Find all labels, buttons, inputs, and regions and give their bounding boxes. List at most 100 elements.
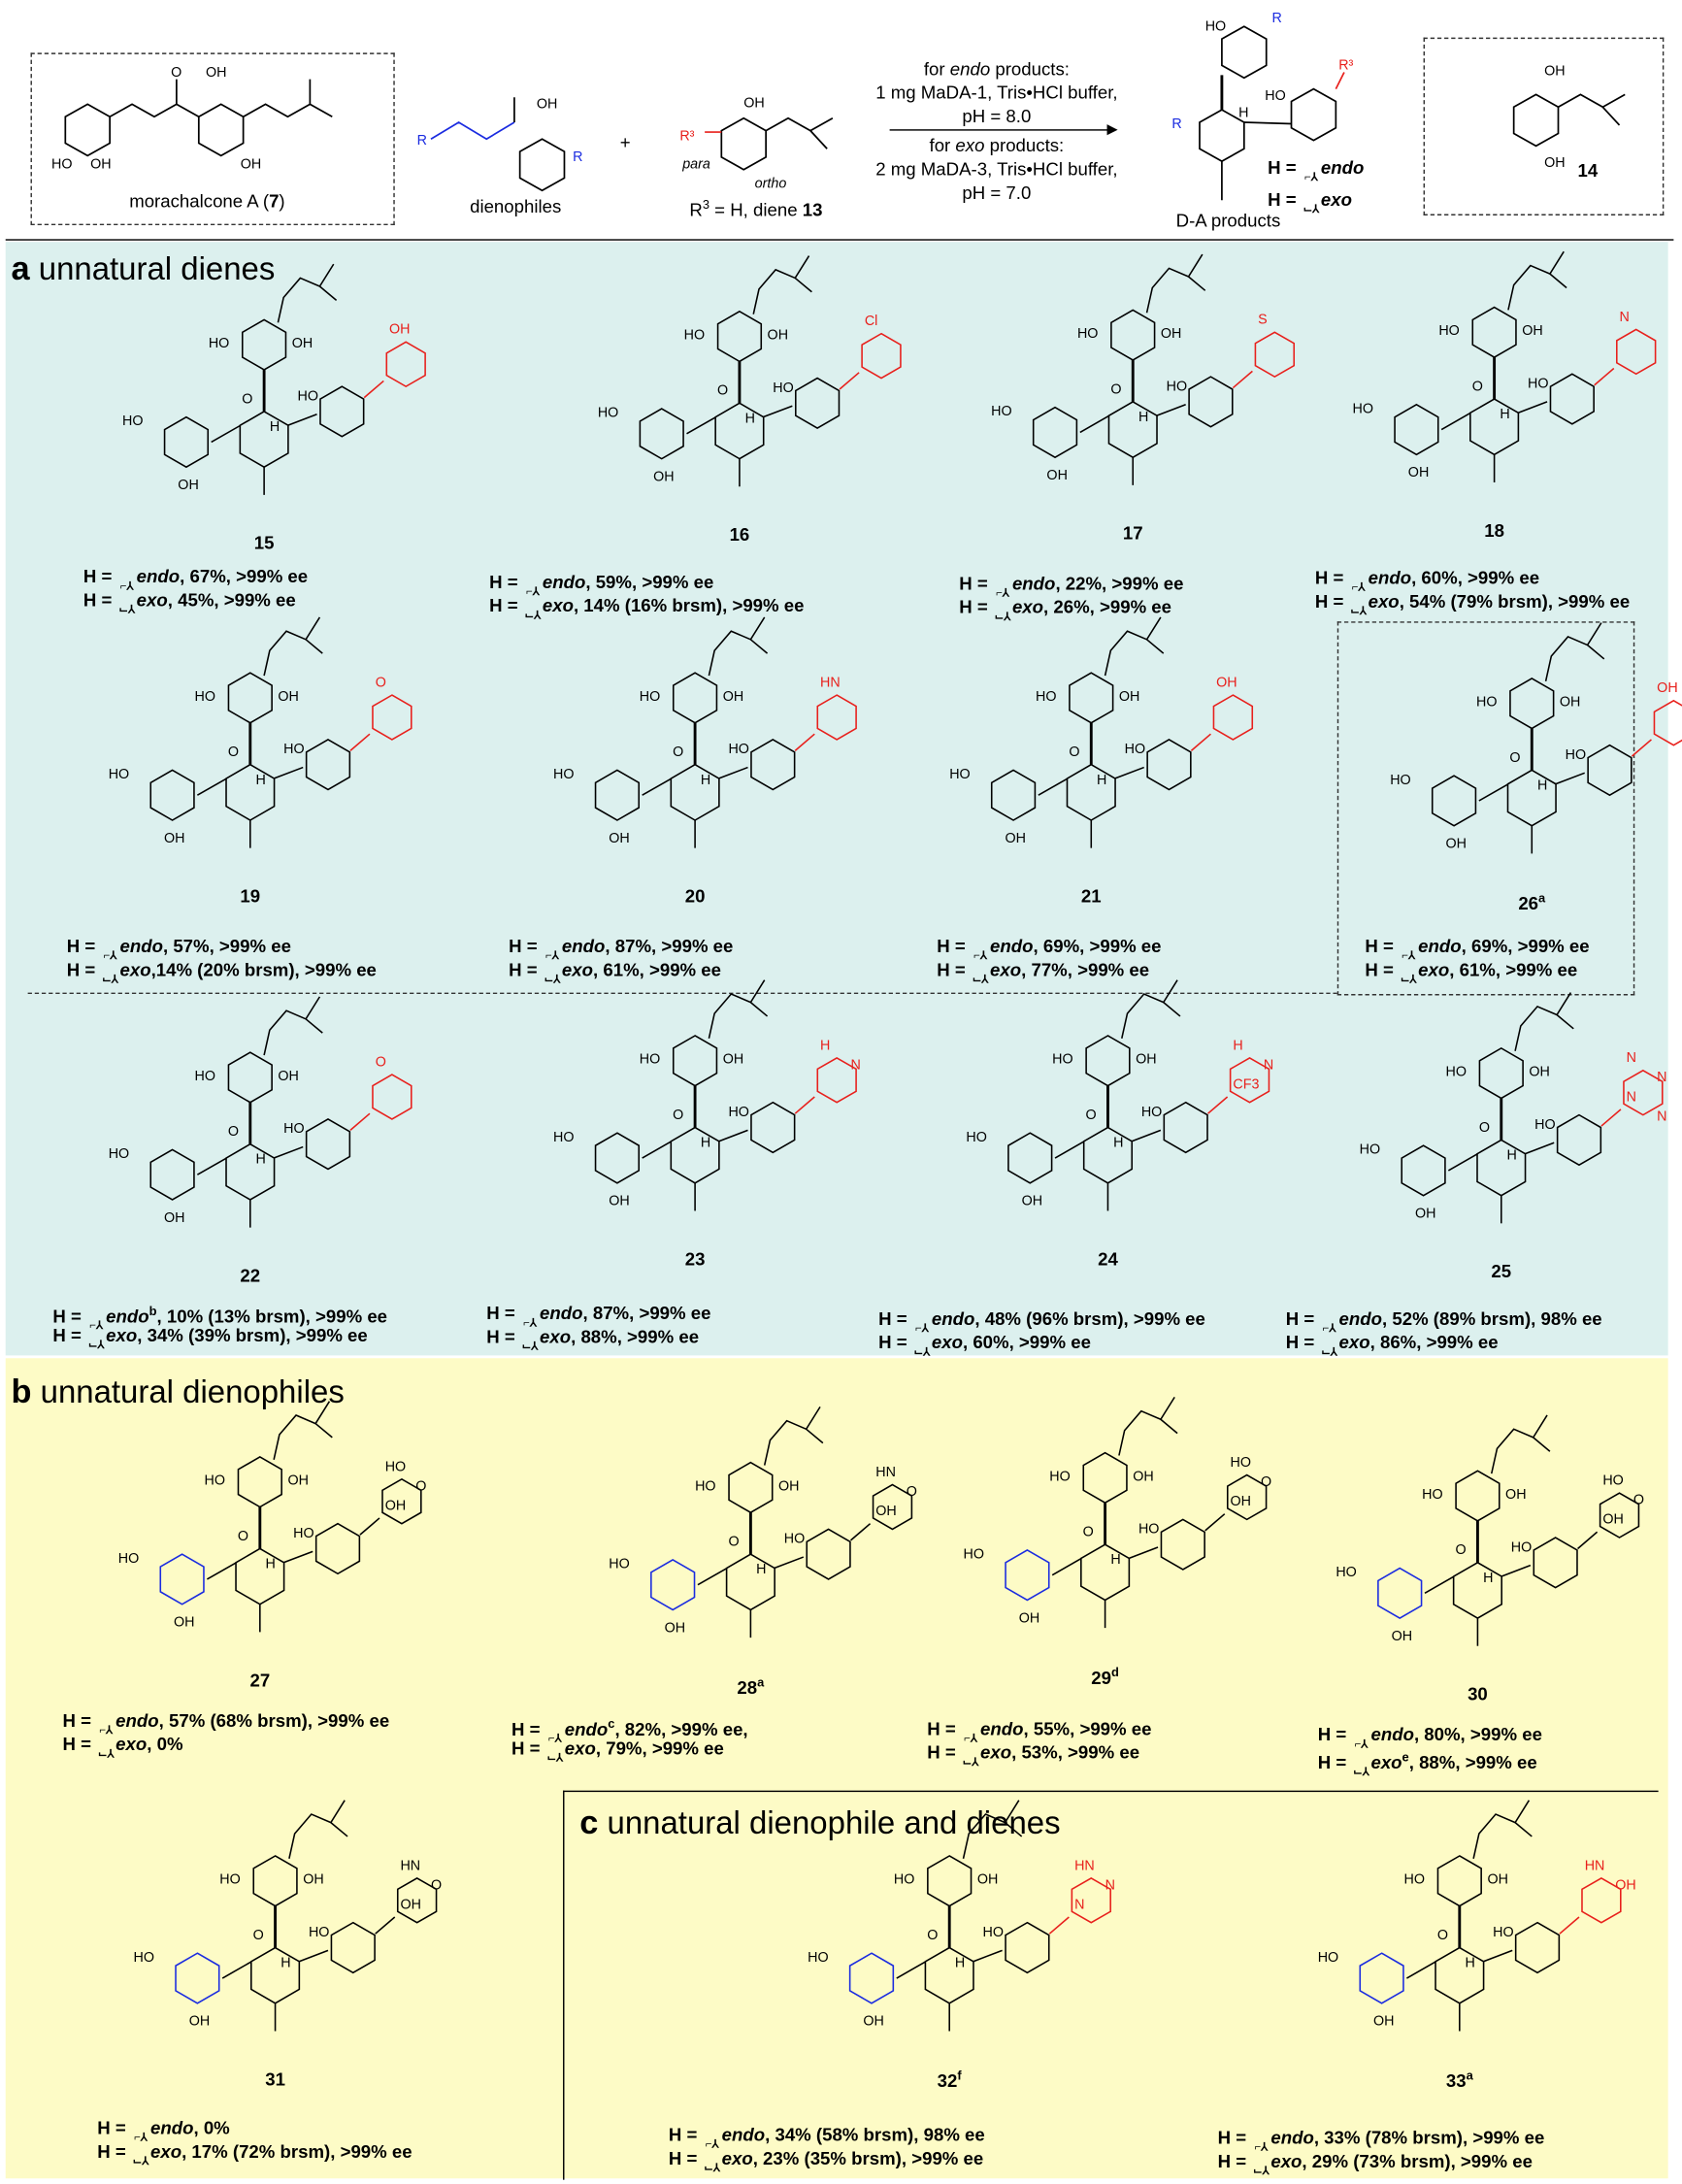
endo-yield: H = ⌐⅄endo, 52% (89% brsm), 98% ee <box>1286 1307 1602 1340</box>
atom-label: OH <box>278 1069 298 1084</box>
prenyl-chain <box>263 996 321 1056</box>
aryl-ring-right <box>1005 1921 1050 1974</box>
atom-label: OH <box>778 1478 799 1494</box>
atom-label: HO <box>773 381 793 396</box>
substituent-ring <box>1623 1069 1664 1116</box>
exo-yield: H = ⌙⅄exo, 45%, >99% ee <box>83 588 296 621</box>
cyclohexene-ring <box>1452 1561 1502 1619</box>
atom-label: HO <box>1528 377 1548 392</box>
atom-label: OH <box>189 2014 210 2030</box>
endo-bond-icon: ⌐⅄ <box>547 1732 562 1745</box>
substituent-label: N <box>1657 1109 1666 1124</box>
aryl-ring-right <box>750 1101 796 1154</box>
endo-yield: H = ⌐⅄endo, 34% (58% brsm), 98% ee <box>669 2123 985 2156</box>
atom-label: OH <box>1133 1469 1153 1484</box>
aryl-ring-left <box>848 1952 895 2004</box>
exo-bond-icon: ⌙⅄ <box>913 1345 931 1359</box>
svg-text:H: H <box>1238 105 1248 120</box>
exo-yield: H = ⌙⅄exoe, 88%, >99% ee <box>1318 1746 1537 1784</box>
resorcinol-ring <box>716 310 763 363</box>
endo-yield: H = ⌐⅄endoc, 82%, >99% ee, <box>511 1712 748 1750</box>
exo-bond-icon: ⌙⅄ <box>524 609 542 622</box>
atom-label: HO <box>195 689 215 705</box>
atom-label: HO <box>1445 1065 1466 1080</box>
endo-yield: H = ⌐⅄endo, 87%, >99% ee <box>486 1302 710 1335</box>
substituent-label: N <box>1620 310 1630 325</box>
substituent-label: CF3 <box>1233 1076 1259 1092</box>
cyclohexene-ring <box>250 1946 301 2004</box>
atom-label: OH <box>287 1473 308 1489</box>
substituent-label: HO <box>1230 1455 1250 1471</box>
aryl-ring-left <box>1377 1567 1423 1619</box>
atom-label: HO <box>1049 1469 1070 1484</box>
substituent-ring <box>816 1056 857 1104</box>
svg-text:OH: OH <box>537 97 557 113</box>
atom-label: O <box>673 1108 683 1123</box>
resorcinol-ring <box>1509 678 1555 730</box>
atom-label: OH <box>1408 465 1429 480</box>
atom-label: O <box>238 1529 248 1544</box>
atom-label: HO <box>695 1478 715 1494</box>
exo-yield: H = ⌙⅄exo, 34% (39% brsm), >99% ee <box>52 1323 367 1356</box>
atom-label: HO <box>1422 1487 1442 1503</box>
exo-yield: H = ⌙⅄exo, 14% (16% brsm), >99% ee <box>489 594 804 627</box>
atom-label: H <box>1138 410 1148 425</box>
endo-bond-icon: ⌐⅄ <box>1354 1737 1369 1751</box>
endo-yield: H = ⌐⅄endo, 80%, >99% ee <box>1318 1722 1542 1755</box>
da-products-label: D-A products <box>1175 210 1281 231</box>
prenyl-chain <box>1544 622 1602 681</box>
endo-yield: H = ⌐⅄endo, 60%, >99% ee <box>1315 566 1539 599</box>
atom-label: HO <box>1476 695 1497 711</box>
atom-label: O <box>1069 745 1079 760</box>
aryl-ring-left <box>1359 1952 1404 2004</box>
substituent-label: S <box>1258 313 1268 328</box>
substituent-ring <box>1071 1876 1111 1924</box>
svg-text:para: para <box>681 156 710 172</box>
substituent-ring <box>385 341 426 388</box>
substituent-label: O <box>415 1478 426 1494</box>
svg-text:HO: HO <box>1205 19 1226 35</box>
endo-bond-icon: ⌐⅄ <box>915 1322 929 1335</box>
section-a-unnatural-dienes <box>5 242 1668 1356</box>
endo-bond-icon: ⌐⅄ <box>134 2131 148 2144</box>
atom-label: HO <box>728 1105 748 1120</box>
svg-text:ortho: ortho <box>755 176 787 187</box>
substituent-ring <box>872 1483 913 1531</box>
substituent-label: HN <box>820 676 841 691</box>
section-a-title: a unnatural dienes <box>11 249 276 288</box>
compound-number: 32f <box>937 2068 962 2092</box>
atom-label: HO <box>1353 401 1373 416</box>
aryl-ring-left <box>149 1148 195 1201</box>
aryl-ring-right <box>1556 1113 1602 1167</box>
aryl-ring-right <box>319 385 365 438</box>
atom-label: HO <box>1077 326 1098 342</box>
substituent-label: OH <box>1615 1877 1635 1893</box>
atom-label: O <box>228 745 239 760</box>
atom-label: O <box>242 391 252 407</box>
atom-label: HO <box>1566 747 1586 763</box>
atom-label: HO <box>209 336 229 351</box>
cyclohexene-ring <box>1107 400 1158 459</box>
svg-text:R³: R³ <box>679 129 694 145</box>
endo-conditions: for endo products: 1 mg MaDA-1, Tris•HCl… <box>875 58 1118 127</box>
substituent-label: O <box>376 676 386 691</box>
atom-label: H <box>756 1562 766 1577</box>
substituent-ring <box>1229 1056 1270 1104</box>
compound-number: 25 <box>1491 1261 1512 1282</box>
atom-label: HO <box>640 1052 660 1068</box>
endo-yield: H = ⌐⅄endo, 0% <box>97 2116 229 2149</box>
atom-label: O <box>1509 750 1520 766</box>
atom-label: O <box>1472 379 1483 394</box>
svg-text:R: R <box>1271 11 1281 26</box>
aryl-ring-right <box>1549 373 1595 425</box>
aryl-ring-left <box>639 408 684 460</box>
substituent-label: HN <box>400 1858 420 1873</box>
compound-number: 22 <box>240 1265 261 1286</box>
substituent-label: OH <box>1657 680 1677 696</box>
prenyl-chain <box>1490 1414 1548 1474</box>
compound-number: 19 <box>240 885 261 907</box>
atom-label: H <box>266 1557 276 1572</box>
svg-text:OH: OH <box>206 65 226 81</box>
